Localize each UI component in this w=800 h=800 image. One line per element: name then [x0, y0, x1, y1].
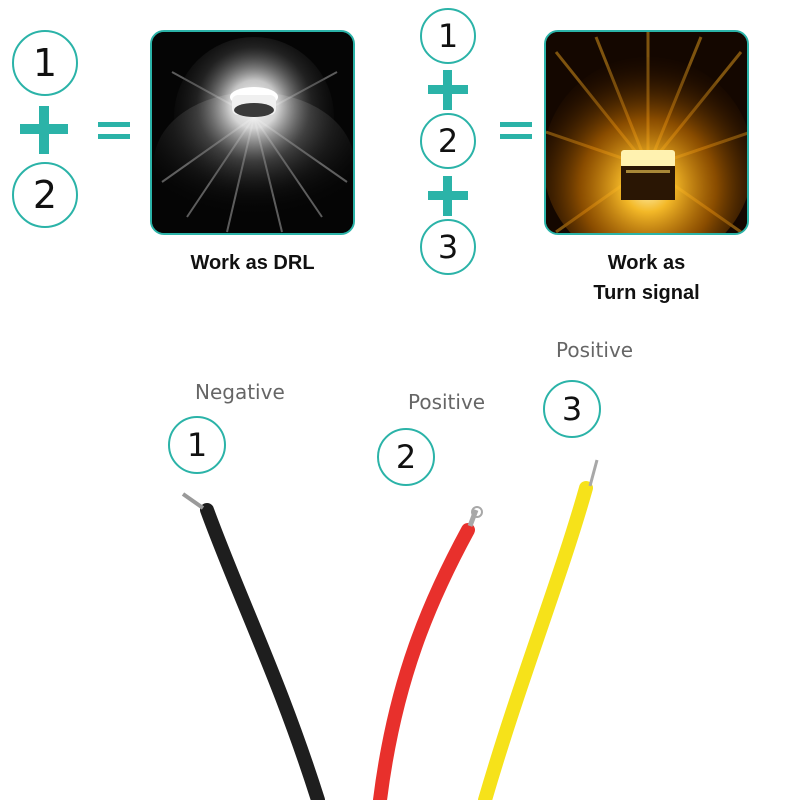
step-1-label: 1	[437, 17, 459, 55]
wire-2-number: 2	[395, 438, 417, 476]
wire-3-number: 3	[561, 390, 583, 428]
step-3-label: 3	[437, 228, 459, 266]
positive-wire-yellow	[478, 481, 593, 800]
step-2-label: 2	[437, 122, 459, 160]
turn-signal-caption: Work as Turn signal	[544, 248, 749, 308]
negative-wire	[200, 503, 325, 800]
wire-3-circle: 3	[543, 380, 601, 438]
positive-wire-red-tip	[467, 509, 479, 527]
turn-signal-light-image	[546, 32, 747, 233]
step-1-circle: 1	[12, 30, 78, 96]
drl-caption: Work as DRL	[190, 252, 315, 274]
plus-icon	[428, 70, 468, 110]
turn-signal-caption-line2: Turn signal	[593, 282, 700, 304]
wire-1-number: 1	[186, 426, 208, 464]
wire-3-label: Positive	[556, 338, 634, 362]
equals-icon	[98, 122, 130, 139]
step-2-label: 2	[32, 173, 58, 217]
step-1-label: 1	[32, 41, 58, 85]
step-1-circle: 1	[420, 8, 476, 64]
step-3-circle: 3	[420, 219, 476, 275]
turn-signal-caption-line1: Work as	[607, 252, 686, 274]
wire-2-circle: 2	[377, 428, 435, 486]
drl-light-photo	[150, 30, 355, 235]
positive-wire-red	[373, 523, 475, 800]
turn-signal-light-photo	[544, 30, 749, 235]
drl-light-image	[152, 32, 353, 233]
negative-wire-tip	[181, 492, 205, 510]
plus-icon	[20, 106, 68, 154]
wire-1-circle: 1	[168, 416, 226, 474]
plus-icon	[428, 176, 468, 216]
step-2-circle: 2	[420, 113, 476, 169]
equals-icon	[500, 122, 532, 139]
wire-1-label: Negative	[195, 380, 285, 404]
positive-wire-yellow-tip	[588, 459, 599, 487]
wire-2-label: Positive	[408, 390, 486, 414]
step-2-circle: 2	[12, 162, 78, 228]
